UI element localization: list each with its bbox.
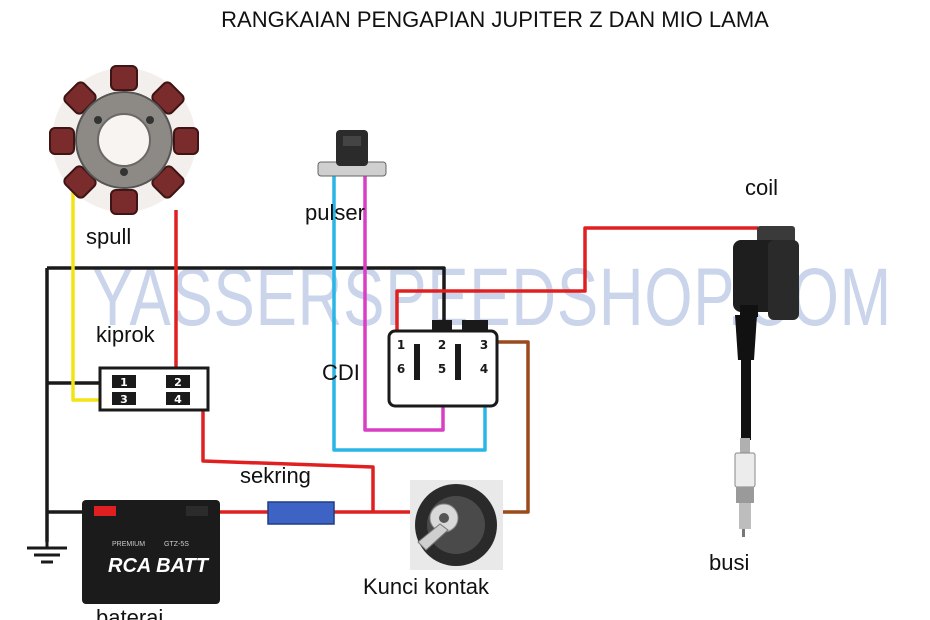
cdi-pin-1: 1	[397, 338, 405, 352]
cdi-pin-2: 2	[438, 338, 446, 352]
battery-brand: RCA BATT	[108, 555, 210, 577]
cdi-pin-4: 4	[480, 362, 488, 376]
pulser-label: pulser	[305, 200, 365, 225]
battery-model: GTZ-5S	[164, 541, 189, 548]
wire-black-ground-main	[45, 266, 446, 542]
wire-red-charge	[185, 398, 420, 514]
pulser-sensor	[317, 130, 387, 177]
cdi-pin-6: 6	[397, 362, 405, 376]
kiprok-pin-4: 4	[174, 393, 182, 406]
wire-brown-kunci	[492, 340, 530, 514]
kiprok-pin-1: 1	[120, 376, 128, 389]
sekring-label: sekring	[240, 463, 311, 488]
battery-prefix: PREMIUM	[112, 541, 145, 548]
baterai-label: baterai	[96, 605, 163, 620]
spull-stator	[49, 65, 199, 215]
battery: PREMIUM RCA BATT GTZ-5S	[82, 500, 220, 604]
diagram-title: RANGKAIAN PENGAPIAN JUPITER Z DAN MIO LA…	[221, 7, 769, 32]
cdi-label: CDI	[322, 360, 360, 385]
coil-label: coil	[745, 175, 778, 200]
wire-red-coil	[395, 226, 758, 344]
kunci-kontak-label: Kunci kontak	[363, 574, 490, 599]
ground-icon	[27, 520, 67, 564]
kiprok-label: kiprok	[96, 322, 156, 347]
kiprok-pin-3: 3	[120, 393, 128, 406]
kiprok-connector: 1 2 3 4	[98, 366, 210, 412]
cdi-pin-5: 5	[438, 362, 446, 376]
busi-label: busi	[709, 550, 749, 575]
spark-plug	[734, 438, 756, 537]
cdi-pin-3: 3	[480, 338, 488, 352]
ignition-coil	[733, 226, 799, 440]
ignition-key-switch	[410, 480, 503, 570]
fuse	[267, 501, 335, 525]
cdi-connector: 1 2 3 6 5 4	[387, 320, 499, 408]
spull-label: spull	[86, 224, 131, 249]
kiprok-pin-2: 2	[174, 376, 182, 389]
wire-blue-pulser	[332, 172, 487, 452]
